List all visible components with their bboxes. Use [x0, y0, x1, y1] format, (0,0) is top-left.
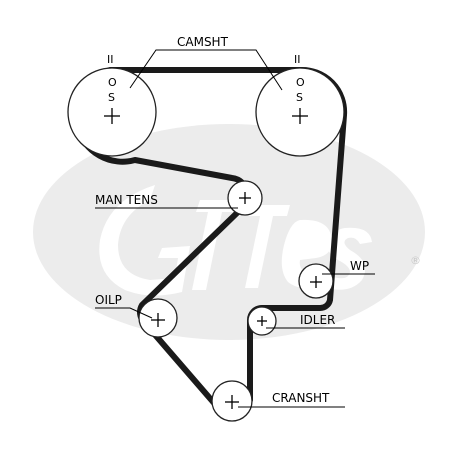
water-pump-pulley	[298, 263, 334, 299]
idler-label: IDLER	[300, 313, 335, 327]
right-camshaft-pulley: O S	[255, 67, 345, 157]
man-tens-label: MAN TENS	[95, 193, 158, 207]
crankshaft-label: CRANSHT	[272, 391, 330, 405]
wp-label: WP	[350, 259, 369, 273]
right-s-mark: S	[296, 91, 303, 104]
left-camshaft-pulley: O S	[67, 67, 157, 157]
oil-pump-pulley	[138, 298, 178, 338]
crankshaft-pulley	[211, 380, 253, 422]
left-o-mark: O	[108, 76, 117, 89]
oilp-label: OILP	[95, 293, 122, 307]
gates-watermark-logo: ®	[33, 124, 425, 340]
idler-pulley	[247, 306, 277, 336]
left-s-mark: S	[108, 91, 115, 104]
right-o-mark: O	[296, 76, 305, 89]
right-timing-mark: II	[294, 53, 301, 66]
left-timing-mark: II	[107, 53, 114, 66]
oilp-leader	[95, 307, 153, 319]
camshaft-leader	[129, 49, 283, 91]
manual-tensioner-pulley	[227, 180, 263, 216]
camshaft-label: CAMSHT	[177, 35, 229, 49]
registered-mark: ®	[410, 254, 421, 267]
